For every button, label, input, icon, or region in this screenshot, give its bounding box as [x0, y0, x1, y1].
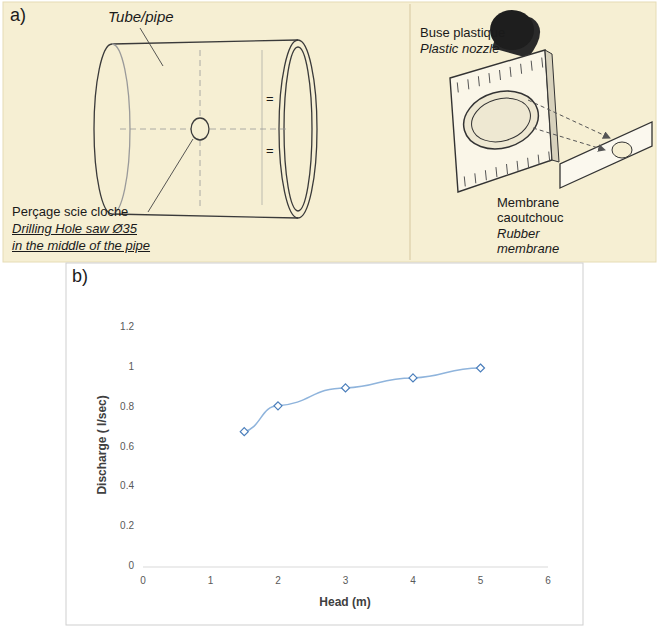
pipe-drawing: [94, 28, 317, 218]
tick-label: 1.2: [120, 321, 134, 333]
data-marker: [342, 384, 350, 392]
data-marker: [240, 428, 248, 436]
tick-label: 3: [343, 575, 349, 587]
tick-label: 0.6: [120, 441, 134, 453]
note-text: Perçage scie cloche: [12, 205, 128, 220]
tick-label: 0.8: [120, 401, 134, 413]
note-text: in the middle of the pipe: [12, 239, 150, 254]
tick-label: 0: [128, 560, 134, 572]
part-label: Buse plastique: [420, 26, 505, 41]
tick-label: 6: [545, 575, 551, 587]
axis-title: Discharge ( l/sec): [96, 395, 110, 494]
part-label: Plastic nozzle: [420, 42, 499, 57]
data-marker: [409, 374, 417, 382]
tick-label: 4: [410, 575, 416, 587]
part-label: Tube/pipe: [108, 8, 174, 25]
tick-label: 0: [140, 575, 146, 587]
tick-label: 0.4: [120, 480, 134, 492]
tick-label: 1: [208, 575, 214, 587]
note-text: Drilling Hole saw Ø35: [12, 222, 137, 237]
x-axis: [143, 567, 548, 568]
tick-label: 1: [128, 361, 134, 373]
tick-label: 0.2: [120, 520, 134, 532]
panel-letter: b): [72, 266, 88, 287]
data-marker: [274, 402, 282, 410]
equal-mark: =: [266, 92, 274, 107]
tick-label: 5: [478, 575, 484, 587]
panel-letter: a): [10, 5, 26, 26]
panel-b: [66, 263, 583, 625]
data-series: [240, 364, 484, 436]
part-label: Membrane caoutchouc: [497, 196, 597, 226]
series-line: [244, 368, 480, 432]
membrane-drawing: [528, 100, 652, 188]
equal-mark: =: [266, 144, 274, 159]
tick-label: 2: [275, 575, 281, 587]
data-marker: [477, 364, 485, 372]
part-label: Rubber membrane: [497, 227, 597, 257]
panel-a: [3, 2, 656, 262]
axis-title: Head (m): [319, 596, 370, 610]
